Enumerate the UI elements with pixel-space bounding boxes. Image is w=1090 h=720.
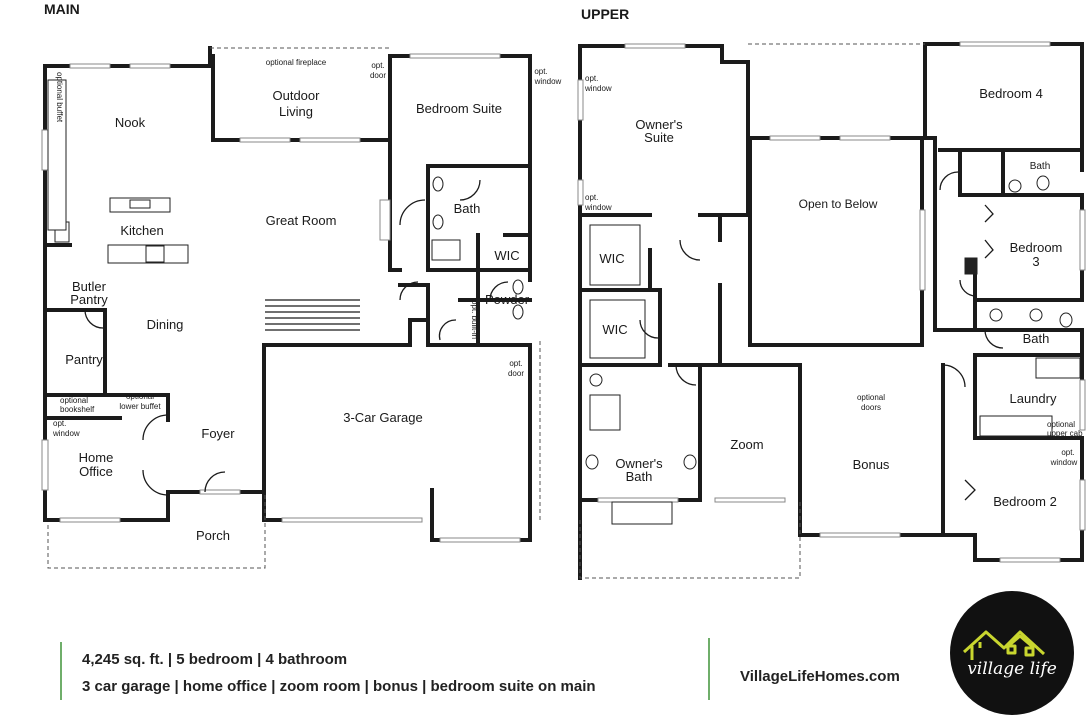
- room-label-dining: Dining: [147, 317, 184, 332]
- room-label-butler-pantry: Butler: [72, 279, 107, 294]
- note-optional-upper-cab: optional: [1047, 420, 1075, 429]
- room-label-bath: Bath: [454, 201, 481, 216]
- room-label-outdoor-living: Outdoor: [273, 88, 321, 103]
- note-opt-door-garage-2: door: [508, 369, 524, 378]
- room-label-laundry: Laundry: [1010, 391, 1057, 406]
- room-label-porch: Porch: [196, 528, 230, 543]
- note-optional-doors: optional: [857, 393, 885, 402]
- room-label-home-office-2: Office: [79, 464, 113, 479]
- room-label-great-room: Great Room: [266, 213, 337, 228]
- note-optional-fireplace: optional fireplace: [266, 58, 327, 67]
- website-accent-bar: [708, 638, 710, 700]
- room-label-bedroom-2: Bedroom 2: [993, 494, 1057, 509]
- summary-line-2: 3 car garage | home office | zoom room |…: [82, 678, 596, 695]
- note-opt-door-top: opt.: [371, 61, 384, 70]
- note-opt-window-a-2: window: [584, 84, 612, 93]
- room-label-pantry: Pantry: [65, 352, 103, 367]
- room-label-bath-mid: Bath: [1023, 331, 1050, 346]
- main-floor-notes: optional buffet optional fireplace opt. …: [52, 58, 562, 438]
- note-opt-window-c: opt.: [1061, 448, 1074, 457]
- room-label-bonus: Bonus: [853, 457, 890, 472]
- note-opt-door-top-2: door: [370, 71, 386, 80]
- room-label-zoom: Zoom: [730, 437, 763, 452]
- main-floor-windows: [41, 53, 521, 543]
- main-floor-title: MAIN: [44, 1, 80, 17]
- summary-line-1: 4,245 sq. ft. | 5 bedroom | 4 bathroom: [82, 651, 348, 668]
- room-label-outdoor-living-2: Living: [279, 104, 313, 119]
- main-floor-walls: [43, 46, 541, 569]
- summary-accent-bar: [60, 642, 62, 700]
- upper-floor-fixtures: [585, 171, 1081, 525]
- room-label-garage: 3-Car Garage: [343, 410, 422, 425]
- room-label-bedroom-4: Bedroom 4: [979, 86, 1043, 101]
- upper-floor-title: UPPER: [581, 6, 629, 22]
- note-opt-window-b-2: window: [584, 203, 612, 212]
- note-opt-built-in: opt. built-in: [470, 300, 479, 339]
- room-label-home-office: Home: [79, 450, 114, 465]
- note-optional-doors-2: doors: [861, 403, 881, 412]
- main-floor-fixtures: [47, 79, 524, 496]
- room-label-owners-bath-2: Bath: [626, 469, 653, 484]
- room-label-wic-upper-1: WIC: [599, 251, 624, 266]
- village-life-logo: village life: [950, 591, 1074, 715]
- note-optional-upper-cab-2: upper cab: [1047, 429, 1083, 438]
- room-label-bedroom-suite: Bedroom Suite: [416, 101, 502, 116]
- room-label-powder: Powder: [485, 292, 530, 307]
- logo-wordmark: village life: [967, 659, 1057, 679]
- room-label-bedroom-3-2: 3: [1032, 254, 1039, 269]
- note-opt-door-garage: opt.: [509, 359, 522, 368]
- main-floor-room-labels: Nook Kitchen Outdoor Living Bedroom Suit…: [65, 88, 529, 543]
- note-optional-buffet: optional buffet: [55, 72, 64, 123]
- house-outline-icon: [962, 630, 1046, 660]
- upper-floor-walls: [578, 42, 1084, 580]
- room-label-bedroom-3: Bedroom: [1010, 240, 1063, 255]
- room-label-butler-pantry-2: Pantry: [70, 292, 108, 307]
- note-opt-window-office-2: window: [52, 429, 80, 438]
- note-opt-window-office: opt.: [53, 419, 66, 428]
- upper-floor-windows: [577, 41, 1086, 563]
- room-label-kitchen: Kitchen: [120, 223, 163, 238]
- note-optional-bookshelf-2: bookshelf: [60, 405, 95, 414]
- room-label-bath-top: Bath: [1030, 161, 1051, 172]
- note-optional-lower-buffet-2: lower buffet: [119, 402, 161, 411]
- room-label-open-to-below: Open to Below: [799, 197, 878, 211]
- upper-floor-room-labels: Owner's Suite Bedroom 4 Bath Open to Bel…: [599, 86, 1062, 509]
- note-optional-lower-buffet: optional: [126, 392, 154, 401]
- note-optional-bookshelf: optional: [60, 396, 88, 405]
- note-opt-window-a: opt.: [585, 74, 598, 83]
- room-label-owners-suite: Owner's: [635, 117, 683, 132]
- room-label-wic-upper-2: WIC: [602, 322, 627, 337]
- note-opt-window-c-2: window: [1050, 458, 1078, 467]
- room-label-wic: WIC: [494, 248, 519, 263]
- upper-floor-notes: opt. window opt. window optional doors o…: [584, 74, 1083, 467]
- room-label-owners-bath: Owner's: [615, 456, 663, 471]
- room-label-owners-suite-2: Suite: [644, 130, 674, 145]
- room-label-nook: Nook: [115, 115, 146, 130]
- room-label-foyer: Foyer: [201, 426, 235, 441]
- note-opt-window-top: opt.: [534, 67, 547, 76]
- website-link[interactable]: VillageLifeHomes.com: [740, 668, 900, 685]
- note-opt-window-b: opt.: [585, 193, 598, 202]
- note-opt-window-top-2: window: [534, 77, 562, 86]
